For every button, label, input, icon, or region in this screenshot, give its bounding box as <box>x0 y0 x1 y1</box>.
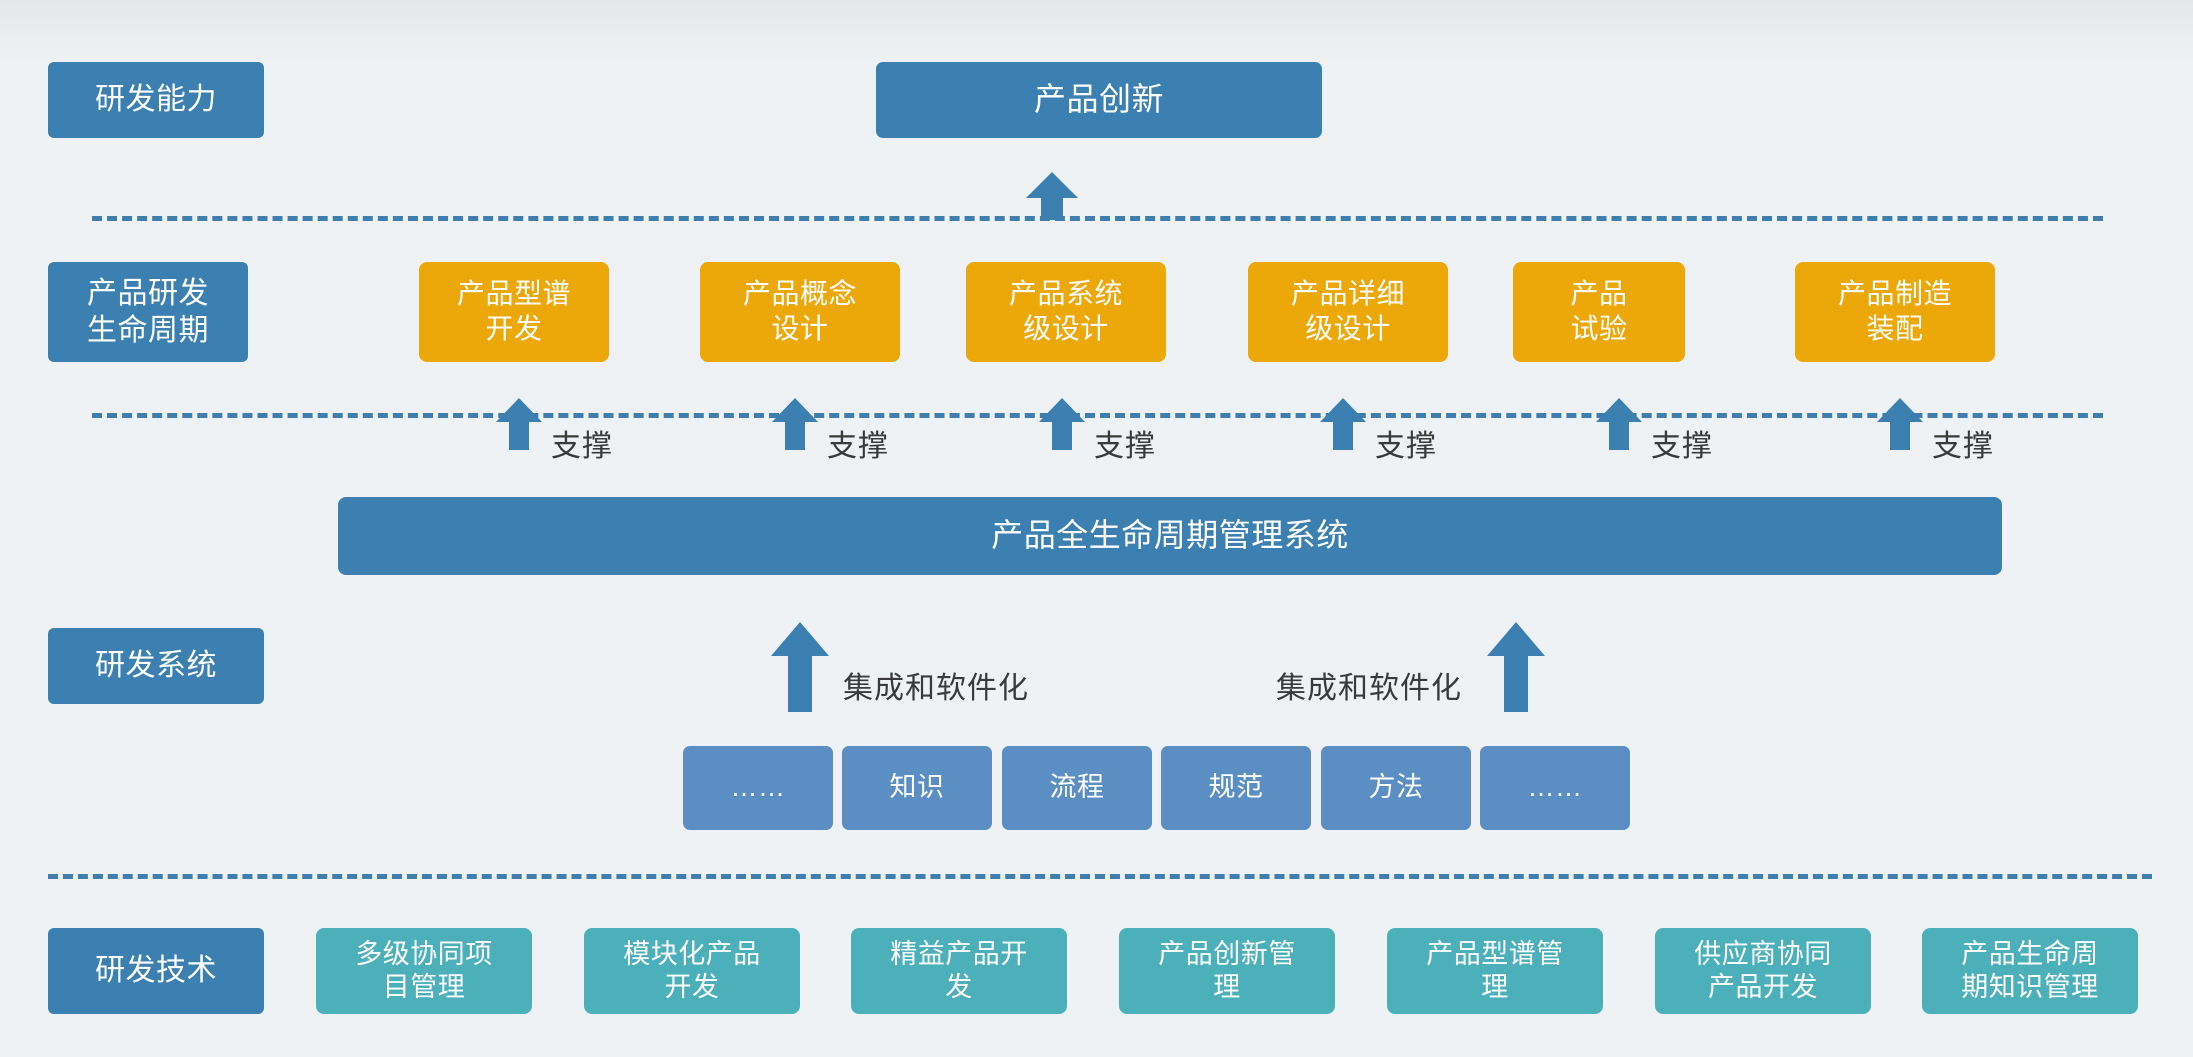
tech-box-3: 产品创新管 理 <box>1119 928 1335 1014</box>
tech-box-2: 精益产品开 发 <box>851 928 1067 1014</box>
stage-box-5: 产品制造 装配 <box>1795 262 1995 362</box>
stage-box-2: 产品系统 级设计 <box>966 262 1166 362</box>
row-label-lifecycle: 产品研发 生命周期 <box>48 262 248 362</box>
chip-box-1: 知识 <box>842 746 992 830</box>
arrow-up-to-product-innovation <box>1026 172 1078 220</box>
arrow-support-4 <box>1596 398 1642 450</box>
tech-box-4: 产品型谱管 理 <box>1387 928 1603 1014</box>
product-innovation-box: 产品创新 <box>876 62 1322 138</box>
chip-box-5: …… <box>1480 746 1630 830</box>
chip-box-4: 方法 <box>1321 746 1471 830</box>
tech-box-0: 多级协同项 目管理 <box>316 928 532 1014</box>
chip-box-2: 流程 <box>1002 746 1152 830</box>
integration-label-right: 集成和软件化 <box>1276 672 1462 705</box>
stage-box-3: 产品详细 级设计 <box>1248 262 1448 362</box>
stage-box-4: 产品 试验 <box>1513 262 1685 362</box>
chip-box-3: 规范 <box>1161 746 1311 830</box>
tech-box-5: 供应商协同 产品开发 <box>1655 928 1871 1014</box>
support-label-0: 支撑 <box>551 430 613 463</box>
row-label-system: 研发系统 <box>48 628 264 704</box>
arrow-support-2 <box>1039 398 1085 450</box>
stage-box-1: 产品概念 设计 <box>700 262 900 362</box>
row-label-capability: 研发能力 <box>48 62 264 138</box>
integration-label-left: 集成和软件化 <box>843 672 1029 705</box>
tech-box-1: 模块化产品 开发 <box>584 928 800 1014</box>
divider-line-1 <box>92 216 2103 221</box>
stage-box-0: 产品型谱 开发 <box>419 262 609 362</box>
support-label-2: 支撑 <box>1094 430 1156 463</box>
plm-system-bar: 产品全生命周期管理系统 <box>338 497 2002 575</box>
divider-line-2 <box>92 413 2103 418</box>
support-label-1: 支撑 <box>827 430 889 463</box>
chip-box-0: …… <box>683 746 833 830</box>
arrow-support-0 <box>496 398 542 450</box>
arrow-support-3 <box>1320 398 1366 450</box>
divider-line-3 <box>48 874 2152 879</box>
arrow-support-1 <box>772 398 818 450</box>
arrow-support-5 <box>1877 398 1923 450</box>
row-label-technology: 研发技术 <box>48 928 264 1014</box>
arrow-integration-right <box>1487 622 1545 712</box>
support-label-3: 支撑 <box>1375 430 1437 463</box>
support-label-5: 支撑 <box>1932 430 1994 463</box>
support-label-4: 支撑 <box>1651 430 1713 463</box>
tech-box-6: 产品生命周 期知识管理 <box>1922 928 2138 1014</box>
arrow-integration-left <box>771 622 829 712</box>
